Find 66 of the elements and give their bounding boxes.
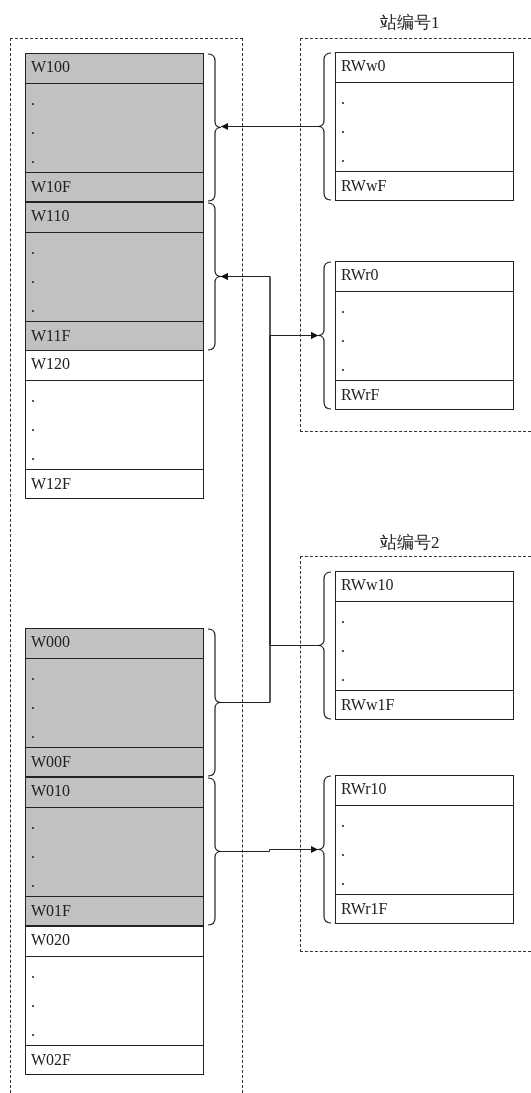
register-address: RWw10 — [341, 575, 394, 595]
ellipsis-dot: . — [341, 298, 345, 318]
register-address: W120 — [31, 354, 71, 374]
register-address: W020 — [31, 930, 71, 950]
register-block — [25, 926, 204, 1075]
ellipsis-dot: . — [341, 812, 345, 832]
ellipsis-dot: . — [31, 843, 35, 863]
ellipsis-dot: . — [31, 268, 35, 288]
ellipsis-dot: . — [341, 608, 345, 628]
ellipsis-dot: . — [31, 387, 35, 407]
ellipsis-dot: . — [31, 90, 35, 110]
register-address: W100 — [31, 57, 71, 77]
ellipsis-dot: . — [31, 814, 35, 834]
station-title: 站编号2 — [380, 532, 440, 554]
ellipsis-dot: . — [31, 148, 35, 168]
register-block — [335, 52, 514, 201]
ellipsis-dot: . — [341, 356, 345, 376]
register-address: W01F — [31, 901, 71, 921]
register-address: W10F — [31, 177, 71, 197]
arrow — [220, 846, 319, 853]
register-address: RWr10 — [341, 779, 387, 799]
ellipsis-dot: . — [31, 872, 35, 892]
register-address: RWrF — [341, 385, 380, 405]
ellipsis-dot: . — [341, 118, 345, 138]
ellipsis-dot: . — [31, 992, 35, 1012]
register-address: RWwF — [341, 176, 387, 196]
register-address: W110 — [31, 206, 70, 226]
register-block — [25, 202, 204, 351]
register-address: RWw0 — [341, 56, 386, 76]
ellipsis-dot: . — [31, 297, 35, 317]
register-address: RWw1F — [341, 695, 395, 715]
register-address: W11F — [31, 326, 71, 346]
register-block — [25, 53, 204, 202]
ellipsis-dot: . — [31, 963, 35, 983]
ellipsis-dot: . — [31, 445, 35, 465]
ellipsis-dot: . — [341, 870, 345, 890]
register-block — [335, 775, 514, 924]
ellipsis-dot: . — [31, 665, 35, 685]
ellipsis-dot: . — [341, 666, 345, 686]
register-block — [25, 777, 204, 926]
register-block — [25, 350, 204, 499]
register-address: W00F — [31, 752, 71, 772]
arrow — [269, 332, 319, 646]
ellipsis-dot: . — [31, 416, 35, 436]
dashed-region — [10, 38, 243, 1093]
register-address: W000 — [31, 632, 71, 652]
register-address: W010 — [31, 781, 71, 801]
ellipsis-dot: . — [341, 147, 345, 167]
ellipsis-dot: . — [31, 239, 35, 259]
ellipsis-dot: . — [341, 637, 345, 657]
register-block — [335, 261, 514, 410]
ellipsis-dot: . — [341, 327, 345, 347]
ellipsis-dot: . — [31, 1021, 35, 1041]
register-address: W02F — [31, 1050, 71, 1070]
ellipsis-dot: . — [31, 119, 35, 139]
register-block — [335, 571, 514, 720]
arrow — [220, 123, 319, 130]
ellipsis-dot: . — [341, 841, 345, 861]
register-address: RWr0 — [341, 265, 379, 285]
station-title: 站编号1 — [380, 12, 440, 34]
ellipsis-dot: . — [31, 723, 35, 743]
register-address: RWr1F — [341, 899, 388, 919]
ellipsis-dot: . — [341, 89, 345, 109]
ellipsis-dot: . — [31, 694, 35, 714]
register-address: W12F — [31, 474, 71, 494]
register-block — [25, 628, 204, 777]
